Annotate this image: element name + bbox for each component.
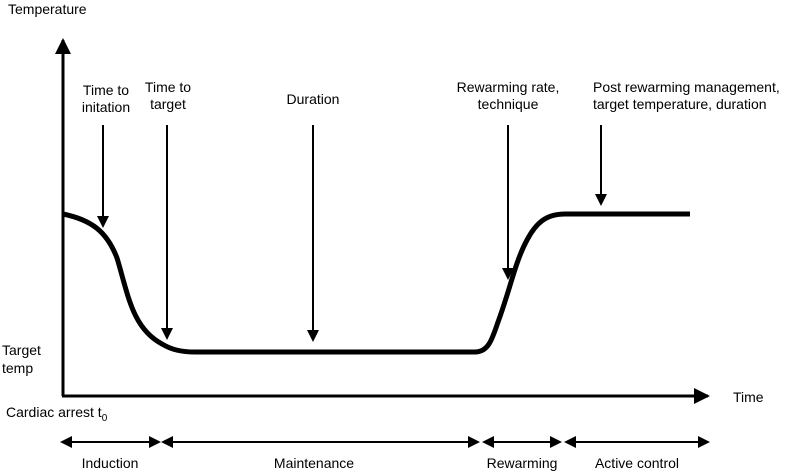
y-axis-label: Temperature xyxy=(8,1,87,17)
time-to-target-label-line1: Time to xyxy=(145,79,191,95)
time-to-target-label-line2: target xyxy=(150,96,186,112)
time-to-initiation-label-line1: Time to xyxy=(83,82,129,98)
target-temp-label-line1: Target xyxy=(2,342,41,358)
post-rewarming-label-line1: Post rewarming management, xyxy=(593,79,780,95)
rewarming-label-line2: technique xyxy=(478,96,539,112)
phase-induction-label: Induction xyxy=(82,455,139,471)
temperature-curve xyxy=(62,211,690,355)
phase-rewarming-label: Rewarming xyxy=(487,455,558,471)
duration-label: Duration xyxy=(287,91,340,107)
time-to-initiation-label-line2: initation xyxy=(82,99,130,115)
origin-label-subscript: 0 xyxy=(102,413,108,424)
phase-active-control-label: Active control xyxy=(595,455,679,471)
origin-label-text: Cardiac arrest t xyxy=(6,404,102,420)
x-axis-label: Time xyxy=(733,389,764,405)
origin-label: Cardiac arrest t0 xyxy=(6,404,108,424)
post-rewarming-label-line2: target temperature, duration xyxy=(593,96,767,112)
rewarming-label-line1: Rewarming rate, xyxy=(457,79,560,95)
target-temp-label-line2: temp xyxy=(2,360,33,376)
phase-maintenance-label: Maintenance xyxy=(274,455,354,471)
